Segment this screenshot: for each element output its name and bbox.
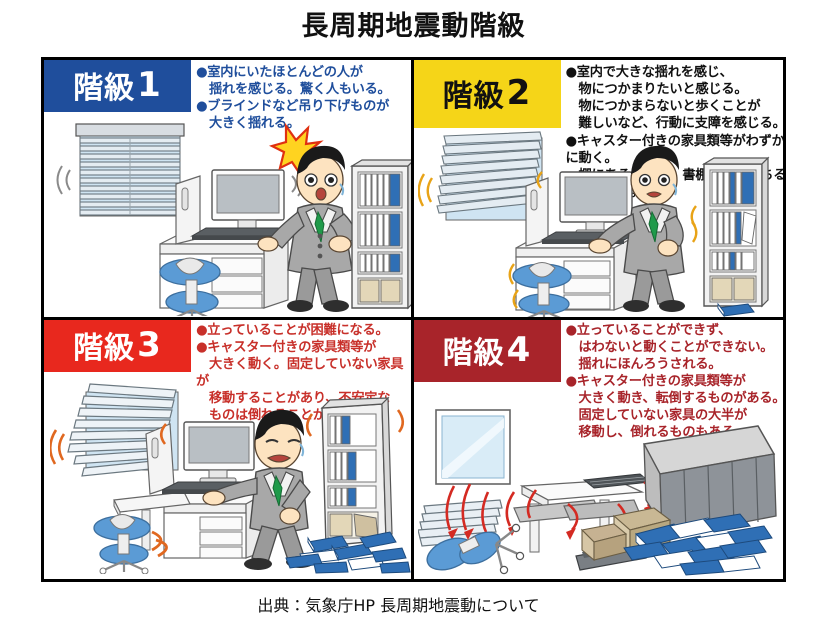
bookshelf-icon: [701, 156, 769, 308]
books-scattered: [285, 530, 411, 574]
shake-marks-chair: [508, 263, 519, 309]
person-standing-surprised: [257, 145, 356, 312]
description-class-1: ●室内にいたほとんどの人が 揺れを感じる。驚く人もいる。 ●ブラインドなど吊り下…: [196, 65, 391, 132]
shake-marks-blinds: [417, 173, 433, 207]
badge-label: 階級: [73, 71, 136, 106]
bookshelf-tilted: [320, 396, 393, 547]
shake-marks-shelf: [305, 408, 405, 437]
keyboard-icon: [190, 227, 290, 240]
shake-marks-shelf: [690, 205, 697, 227]
badge-label: 階級: [73, 330, 136, 366]
illustration-class-1: [56, 122, 411, 316]
illustration-class-3: [50, 382, 411, 574]
blinds-icon-flailing: [67, 382, 179, 477]
window-icon: [434, 408, 511, 485]
illustration-class-2: [417, 131, 769, 317]
books-pile: [622, 512, 773, 576]
shake-marks-blinds: [50, 428, 66, 465]
illustration-class-4: [417, 408, 777, 576]
fallen-book: [716, 302, 755, 317]
monitor-icon: [183, 420, 255, 483]
office-chair-icon: [511, 262, 572, 317]
bookshelf-fallen: [642, 424, 777, 539]
blinds-icon: [75, 123, 185, 217]
badge-number: 4: [506, 329, 532, 370]
pc-tower-icon: [524, 177, 549, 247]
badge-label: 階級: [442, 79, 505, 114]
badge-number: 3: [137, 324, 162, 365]
person-holding-desk: [587, 145, 685, 312]
monitor-icon: [211, 169, 285, 234]
blinds-icon-swinging: [435, 131, 543, 221]
badge-number: 2: [506, 73, 532, 113]
office-chair-icon: [159, 257, 221, 316]
bookshelf-icon: [349, 159, 411, 310]
badge-label: 階級: [442, 335, 505, 371]
keyboard-flung: [582, 472, 651, 489]
shake-marks-chair: [151, 530, 168, 557]
shake-marks-left: [56, 165, 71, 195]
office-chair-rolled: [93, 513, 151, 574]
description-class-3: ●立っていることが困難になる。 ●キャスター付きの家具類等が 大きく動く。固定し…: [196, 322, 404, 424]
pc-tower-icon: [175, 175, 201, 245]
person-crouching: [202, 409, 314, 570]
badge-number: 1: [137, 65, 162, 105]
office-chair-toppled: [425, 523, 524, 574]
source-attribution: 出典：気象庁HP 長周期地震動について: [257, 596, 540, 615]
page-title: 長周期地震動階級: [301, 11, 526, 42]
